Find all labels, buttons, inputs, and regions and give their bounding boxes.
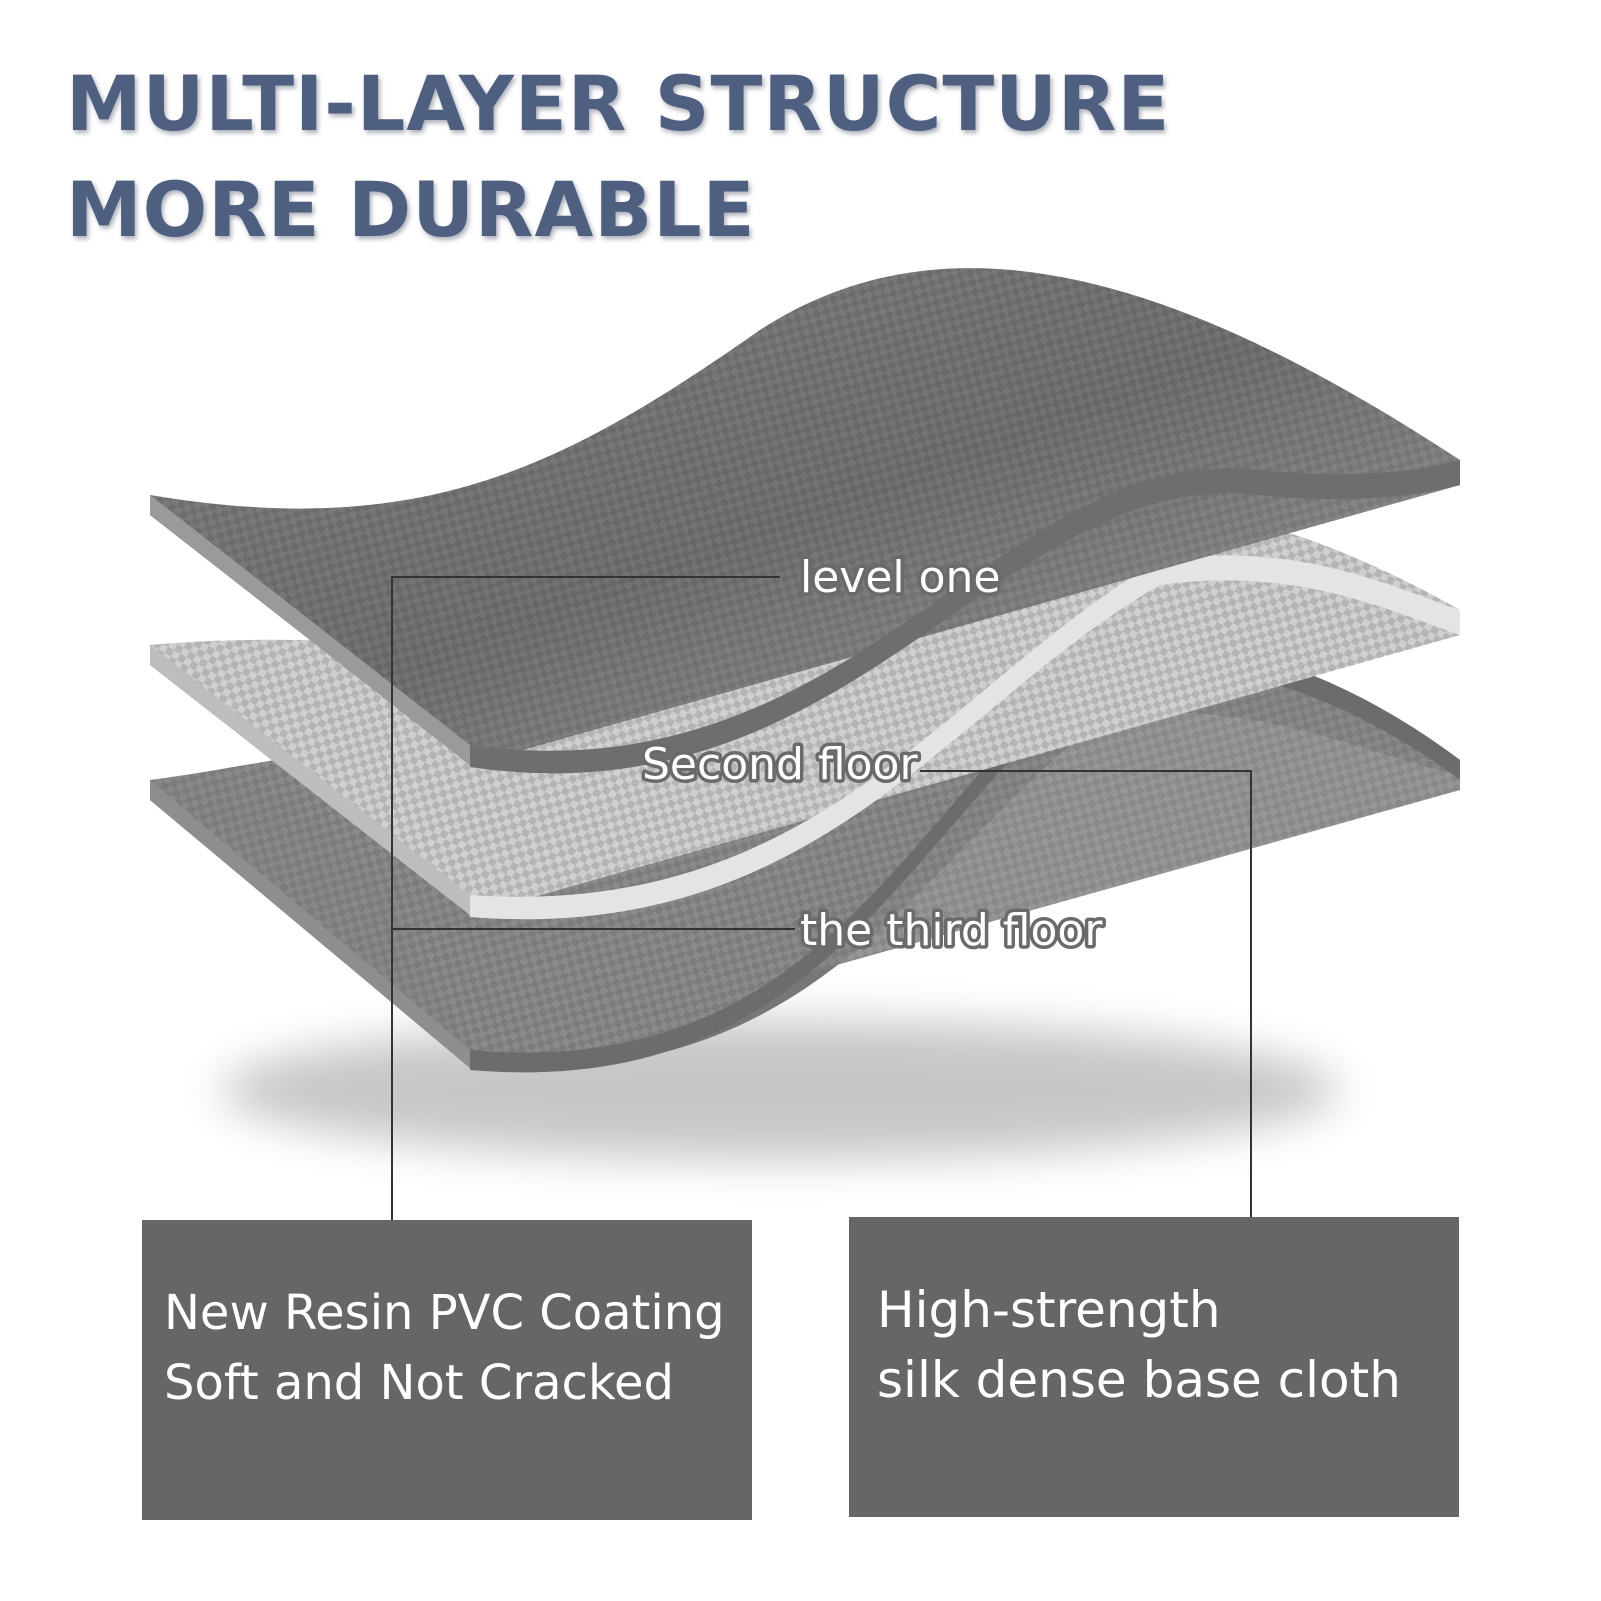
leader-left xyxy=(391,576,780,1220)
panel-base-cloth: High-strength silk dense base cloth xyxy=(849,1217,1459,1517)
panel-right-line-2: silk dense base cloth xyxy=(877,1351,1401,1409)
panel-right-line-1: High-strength xyxy=(877,1281,1221,1339)
leader-right xyxy=(920,770,1252,1217)
stack-shadow xyxy=(220,1020,1340,1160)
panel-pvc-coating: New Resin PVC Coating Soft and Not Crack… xyxy=(142,1220,752,1520)
panel-left-line-1: New Resin PVC Coating xyxy=(164,1285,725,1341)
label-level-one: level one xyxy=(800,552,1001,603)
label-third-floor: the third floor xyxy=(800,905,1103,956)
heading-line-1: MULTI-LAYER STRUCTURE xyxy=(66,59,1171,148)
leader-lines xyxy=(391,576,1252,1220)
heading-line-2: MORE DURABLE xyxy=(66,165,756,254)
panel-left-line-2: Soft and Not Cracked xyxy=(164,1355,675,1411)
label-second-floor: Second floor xyxy=(642,739,918,790)
layer-two xyxy=(150,503,1460,920)
layer-one xyxy=(150,268,1460,774)
